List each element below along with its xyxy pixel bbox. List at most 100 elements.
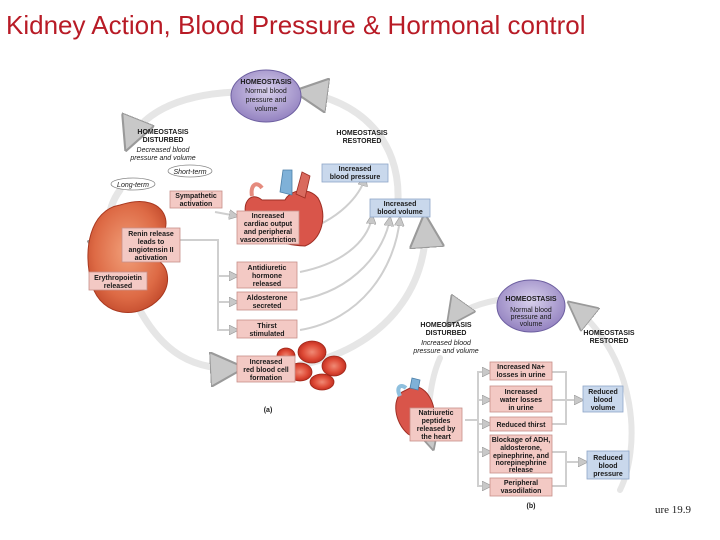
panel-a-connector-lines	[180, 178, 400, 330]
svg-text:Antidiuretic: Antidiuretic	[248, 265, 287, 272]
svg-text:Reduced: Reduced	[588, 389, 618, 396]
svg-text:volume: volume	[520, 321, 543, 328]
svg-text:Increased: Increased	[384, 201, 417, 208]
aldosterone-secreted-box: Aldosterone secreted	[236, 291, 298, 311]
svg-text:volume: volume	[591, 405, 616, 412]
svg-text:DISTURBED: DISTURBED	[426, 330, 467, 337]
svg-text:Blockage of ADH,: Blockage of ADH,	[492, 437, 551, 444]
cardiac-output-box: Increased cardiac output and peripheral …	[236, 210, 300, 245]
svg-text:activation: activation	[180, 201, 213, 208]
svg-text:Renin release: Renin release	[128, 231, 174, 238]
reduced-blood-pressure-box: Reduced blood pressure	[586, 450, 630, 480]
short-term-label: Short-term	[167, 164, 213, 178]
svg-text:Long-term: Long-term	[117, 182, 149, 189]
svg-text:HOMEOSTASIS: HOMEOSTASIS	[137, 129, 189, 136]
svg-text:activation: activation	[135, 255, 168, 262]
svg-text:leads to: leads to	[138, 239, 164, 246]
flow-arrow-epo	[126, 286, 238, 368]
svg-text:blood: blood	[593, 397, 612, 404]
svg-text:angiotensin II: angiotensin II	[128, 247, 173, 254]
svg-text:Decreased blood: Decreased blood	[137, 147, 191, 154]
svg-text:in urine: in urine	[508, 405, 533, 412]
homeostasis-normal-a: HOMEOSTASIS Normal blood pressure and vo…	[230, 69, 302, 123]
svg-text:Short-term: Short-term	[173, 169, 206, 176]
svg-text:hormone: hormone	[252, 273, 282, 280]
panel-b-connector-lines	[465, 372, 586, 486]
svg-text:Increased blood: Increased blood	[421, 340, 472, 347]
figure-reference: ure 19.9	[655, 504, 692, 516]
water-losses-box: Increased water losses in urine	[489, 385, 553, 413]
svg-text:pressure and: pressure and	[246, 97, 287, 104]
peripheral-vasodilation-box: Peripheral vasodilation	[489, 477, 553, 497]
svg-text:the heart: the heart	[421, 434, 451, 441]
homeostasis-disturbed-b: HOMEOSTASIS DISTURBED Increased blood pr…	[412, 322, 478, 355]
svg-text:aldosterone,: aldosterone,	[500, 445, 542, 452]
flow-arrow-restore	[300, 92, 402, 204]
svg-text:Increased: Increased	[505, 389, 538, 396]
svg-text:Increased Na+: Increased Na+	[497, 364, 545, 371]
svg-text:HOMEOSTASIS: HOMEOSTASIS	[240, 79, 292, 86]
svg-text:Normal blood: Normal blood	[245, 88, 287, 95]
svg-text:blood volume: blood volume	[377, 209, 423, 216]
flow-arrow-disturb	[128, 88, 239, 145]
svg-text:pressure and volume: pressure and volume	[412, 348, 478, 355]
svg-text:Reduced thirst: Reduced thirst	[496, 422, 546, 429]
panel-b-label: (b)	[527, 503, 536, 510]
homeostasis-restored-b: HOMEOSTASIS RESTORED	[583, 330, 635, 345]
svg-text:cardiac output: cardiac output	[244, 221, 293, 228]
svg-text:stimulated: stimulated	[249, 331, 284, 338]
svg-text:Thirst: Thirst	[257, 323, 277, 330]
svg-text:peptides: peptides	[422, 418, 451, 425]
svg-text:Increased: Increased	[250, 359, 283, 366]
svg-text:secreted: secreted	[253, 303, 282, 310]
page-title: Kidney Action, Blood Pressure & Hormonal…	[6, 10, 586, 40]
svg-text:Peripheral: Peripheral	[504, 480, 538, 487]
svg-text:Erythropoietin: Erythropoietin	[94, 275, 142, 282]
na-losses-box: Increased Na+ losses in urine	[489, 361, 553, 381]
homeostasis-normal-b: HOMEOSTASIS Normal blood pressure and vo…	[496, 279, 566, 333]
erythropoietin-box: Erythropoietin released	[88, 271, 148, 291]
svg-text:and peripheral: and peripheral	[244, 229, 292, 236]
svg-text:blood: blood	[598, 463, 617, 470]
svg-text:epinephrine, and: epinephrine, and	[493, 453, 549, 460]
svg-text:released: released	[104, 283, 132, 290]
svg-text:HOMEOSTASIS: HOMEOSTASIS	[505, 296, 557, 303]
svg-text:DISTURBED: DISTURBED	[143, 137, 184, 144]
svg-text:Increased: Increased	[252, 213, 285, 220]
svg-text:norepinephrine: norepinephrine	[496, 460, 547, 467]
svg-text:pressure and: pressure and	[511, 314, 552, 321]
svg-text:Natriuretic: Natriuretic	[418, 410, 453, 417]
increased-bv-box: Increased blood volume	[369, 198, 431, 218]
homeostasis-restored-a: HOMEOSTASIS RESTORED	[336, 130, 388, 145]
svg-text:released by: released by	[417, 426, 456, 433]
svg-text:losses in urine: losses in urine	[496, 372, 545, 379]
svg-text:volume: volume	[255, 106, 278, 113]
panel-a-label: (a)	[264, 407, 273, 414]
long-term-label: Long-term	[110, 177, 156, 191]
reduced-blood-volume-box: Reduced blood volume	[582, 385, 624, 413]
adh-released-box: Antidiuretic hormone released	[236, 261, 298, 289]
svg-text:released: released	[253, 281, 281, 288]
rbc-formation-box: Increased red blood cell formation	[236, 355, 296, 383]
svg-text:Increased: Increased	[339, 166, 372, 173]
blockage-adh-box: Blockage of ADH, aldosterone, epinephrin…	[489, 434, 553, 474]
svg-text:Sympathetic: Sympathetic	[175, 193, 217, 200]
svg-text:pressure and volume: pressure and volume	[129, 155, 195, 162]
svg-text:formation: formation	[250, 375, 282, 382]
svg-text:RESTORED: RESTORED	[343, 138, 382, 145]
thirst-stimulated-box: Thirst stimulated	[236, 319, 298, 339]
svg-text:red blood cell: red blood cell	[243, 367, 289, 374]
svg-text:vasodilation: vasodilation	[501, 488, 542, 495]
svg-text:HOMEOSTASIS: HOMEOSTASIS	[336, 130, 388, 137]
svg-text:vasoconstriction: vasoconstriction	[240, 237, 296, 244]
homeostasis-disturbed-a: HOMEOSTASIS DISTURBED Decreased blood pr…	[129, 129, 195, 162]
svg-text:Reduced: Reduced	[593, 455, 623, 462]
svg-text:HOMEOSTASIS: HOMEOSTASIS	[583, 330, 635, 337]
sympathetic-activation-box: Sympathetic activation	[169, 190, 223, 209]
svg-text:blood pressure: blood pressure	[330, 174, 381, 181]
increased-bp-box: Increased blood pressure	[321, 163, 389, 183]
natriuretic-peptides-box: Natriuretic peptides released by the hea…	[409, 407, 463, 442]
svg-text:Normal blood: Normal blood	[510, 307, 552, 314]
svg-text:RESTORED: RESTORED	[590, 338, 629, 345]
